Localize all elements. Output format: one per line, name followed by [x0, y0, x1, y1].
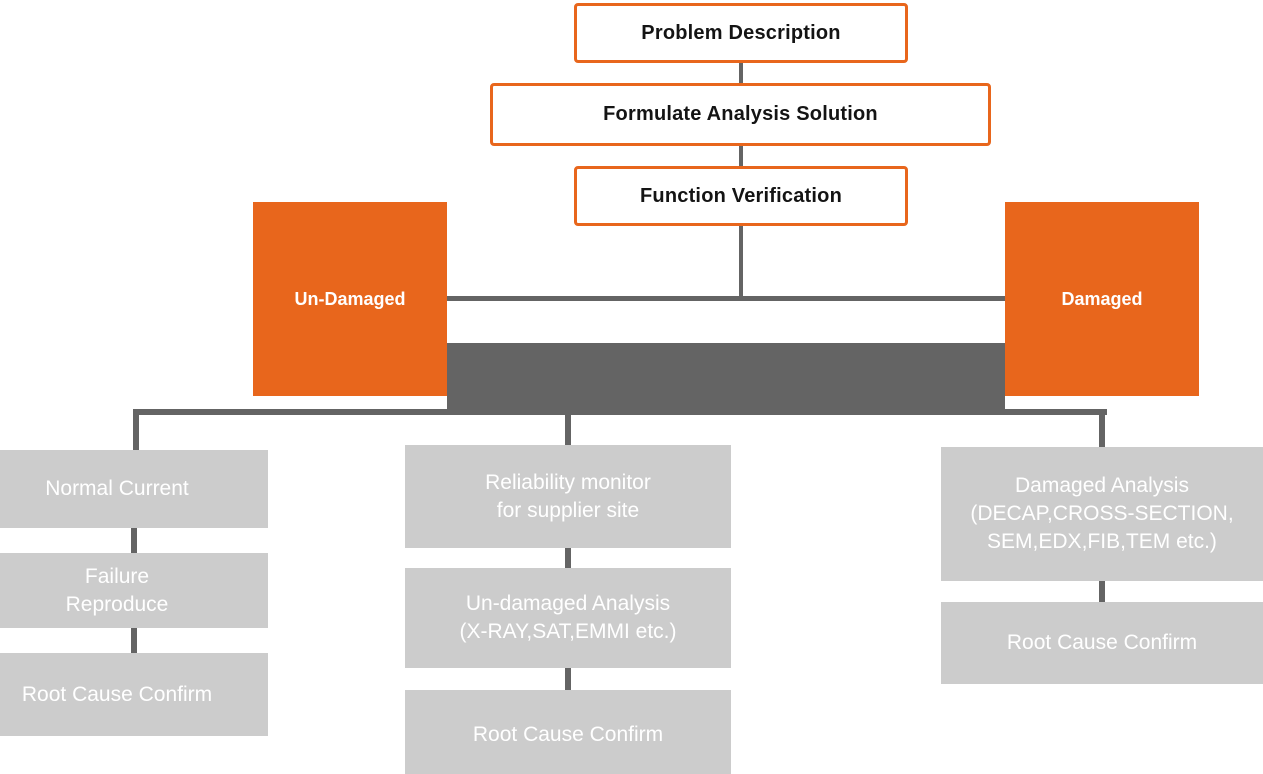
node-function-verification[interactable]: Function Verification — [574, 166, 908, 226]
node-problem-description[interactable]: Problem Description — [574, 3, 908, 63]
node-right-root-cause-confirm[interactable]: Root Cause Confirm — [941, 602, 1263, 684]
connector-drop-left-column — [133, 409, 139, 450]
connector-drop-right-column — [1099, 409, 1105, 447]
node-middle-root-cause-confirm[interactable]: Root Cause Confirm — [405, 690, 731, 774]
connector-drop-middle-column — [565, 409, 571, 445]
node-left-normal-current[interactable]: Normal Current — [0, 450, 268, 528]
connector-function-to-spine — [739, 226, 743, 301]
node-formulate-analysis-solution[interactable]: Formulate Analysis Solution — [490, 83, 991, 146]
connector-formulate-to-function — [739, 146, 743, 167]
connector-problem-to-formulate — [739, 63, 743, 84]
connector-gray-band — [447, 343, 1005, 415]
node-branch-undamaged[interactable]: Un-Damaged — [253, 202, 447, 396]
node-left-root-cause-confirm[interactable]: Root Cause Confirm — [0, 653, 268, 736]
node-branch-damaged[interactable]: Damaged — [1005, 202, 1199, 396]
node-middle-undamaged-analysis[interactable]: Un-damaged Analysis(X-RAY,SAT,EMMI etc.) — [405, 568, 731, 668]
connector-left-2-to-3 — [131, 628, 137, 653]
node-right-damaged-analysis[interactable]: Damaged Analysis(DECAP,CROSS-SECTION,SEM… — [941, 447, 1263, 581]
connector-right-1-to-2 — [1099, 581, 1105, 602]
connector-horizontal-spine — [447, 296, 1005, 301]
connector-left-1-to-2 — [131, 528, 137, 553]
connector-middle-1-to-2 — [565, 548, 571, 568]
connector-middle-2-to-3 — [565, 668, 571, 690]
